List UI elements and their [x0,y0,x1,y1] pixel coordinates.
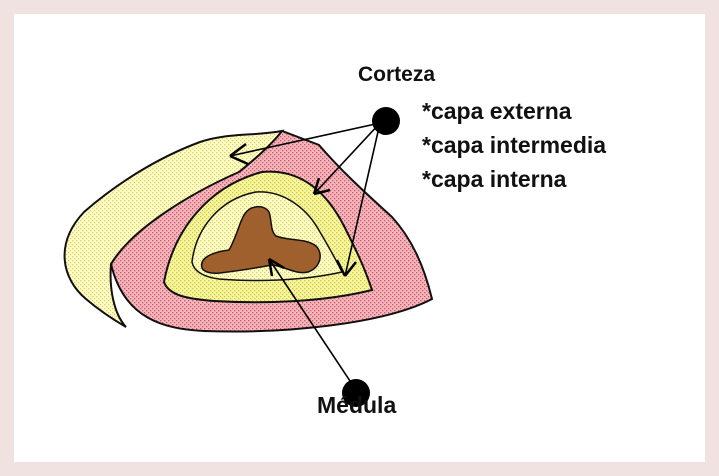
medulla-label: Médula [317,392,396,419]
outer-layer-label: *capa externa [422,98,572,125]
cortex-label: Corteza [358,63,435,87]
diagram-frame: Corteza *capa externa *capa intermedia *… [14,14,705,462]
cortex-marker-dot [372,107,400,135]
middle-layer-label: *capa intermedia [422,132,606,159]
inner-layer-label: *capa interna [422,166,566,193]
